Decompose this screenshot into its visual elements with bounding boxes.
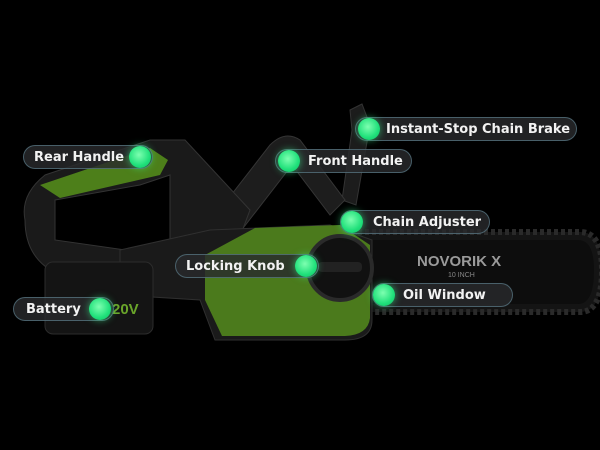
label-text: Oil Window [403, 288, 486, 303]
hotspot-dot[interactable] [373, 284, 395, 306]
knob-grip [318, 262, 362, 272]
bar-size-mark: 10 INCH [448, 272, 475, 279]
label-chain-adjuster: Chain Adjuster [340, 210, 490, 234]
label-text: Rear Handle [34, 150, 125, 165]
label-rear-handle: Rear Handle [23, 145, 153, 169]
label-front-handle: Front Handle [275, 149, 412, 173]
label-text: Instant-Stop Chain Brake [386, 122, 571, 137]
label-text: Chain Adjuster [373, 215, 482, 230]
hotspot-dot[interactable] [278, 150, 300, 172]
label-chain-brake: Instant-Stop Chain Brake [355, 117, 577, 141]
battery-voltage-mark: 20V [112, 301, 139, 318]
hotspot-dot[interactable] [295, 255, 317, 277]
hotspot-dot[interactable] [341, 211, 363, 233]
label-text: Front Handle [308, 154, 403, 169]
hotspot-dot[interactable] [358, 118, 380, 140]
hotspot-dot[interactable] [129, 146, 151, 168]
brand-logo: NOVORIK X [417, 253, 501, 270]
label-oil-window: Oil Window [372, 283, 513, 307]
label-battery: Battery [13, 297, 114, 321]
label-text: Battery [26, 302, 81, 317]
hotspot-dot[interactable] [89, 298, 111, 320]
label-text: Locking Knob [186, 259, 285, 274]
label-locking-knob: Locking Knob [175, 254, 319, 278]
